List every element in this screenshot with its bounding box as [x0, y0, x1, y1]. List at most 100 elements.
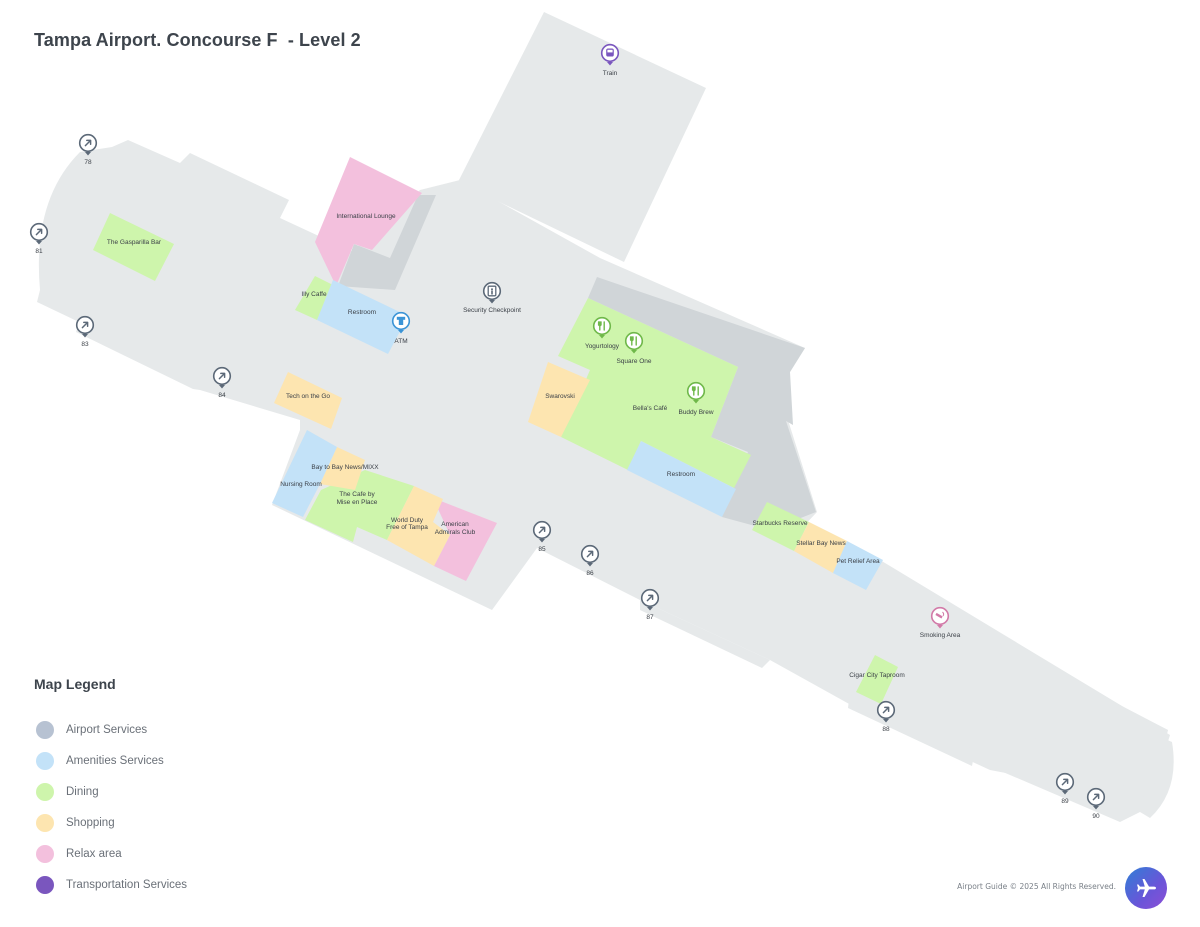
swarovski-zone [528, 362, 590, 437]
legend-label: Dining [66, 785, 99, 798]
starbucks-reserve-zone [752, 502, 809, 551]
smoking-area-pin[interactable]: Smoking Area [920, 606, 961, 639]
legend-swatch-dining [36, 782, 54, 801]
square-one-label: Square One [616, 358, 651, 365]
international-lounge-zone [315, 157, 422, 286]
restroom-east-zone [627, 441, 736, 517]
gate-89-label: 89 [1061, 798, 1069, 805]
buddy-brew-label: Buddy Brew [678, 409, 713, 416]
gate-78-pin[interactable]: 78 [78, 133, 98, 166]
gate-85-pin[interactable]: 85 [532, 520, 552, 553]
restroom-west-zone [317, 280, 408, 354]
gate-88-pin[interactable]: 88 [876, 700, 896, 733]
shopping-zones [274, 362, 847, 573]
label-restroom-east: Restroom [667, 471, 695, 478]
yogurtology-label: Yogurtology [585, 343, 620, 350]
label-bellas-cafe: Bella's Café [633, 405, 668, 412]
legend-item-airport-services: Airport Services [34, 714, 187, 745]
gate-87-pin[interactable]: 87 [640, 588, 660, 621]
gate-89-pin[interactable]: 89 [1055, 772, 1075, 805]
label-swarovski: Swarovski [545, 393, 575, 400]
copyright-text: Airport Guide © 2025 All Rights Reserved… [957, 882, 1116, 891]
train-pin[interactable]: Train [600, 43, 620, 77]
airplane-icon [1137, 879, 1156, 897]
relax-zones [315, 157, 497, 581]
airport-guide-button[interactable] [1125, 867, 1167, 909]
atm-pin[interactable]: ATM [391, 311, 411, 345]
gate-86-pin[interactable]: 86 [580, 544, 600, 577]
legend-swatch-relax [36, 844, 54, 863]
buddy-brew-pin[interactable]: Buddy Brew [678, 381, 714, 416]
gate-81-label: 81 [35, 248, 43, 255]
cigar-city-zone [856, 655, 898, 704]
gate-90-label: 90 [1092, 813, 1100, 820]
stellar-bay-news-zone [794, 522, 847, 573]
pet-relief-zone [833, 541, 883, 590]
label-restroom-west: Restroom [348, 309, 376, 316]
admirals-club-zone [433, 498, 497, 581]
gate-83-pin[interactable]: 83 [75, 315, 95, 348]
legend-swatch-transportation [36, 875, 54, 894]
square-one-pin[interactable]: Square One [616, 331, 652, 365]
label-pet-relief: Pet Relief Area [836, 558, 880, 565]
tech-on-the-go-zone [274, 372, 342, 429]
atm-icon [396, 316, 406, 320]
legend-item-relax-area: Relax area [34, 838, 187, 869]
label-world-duty-1: World Duty [391, 517, 424, 524]
airport-services-zones [338, 195, 816, 530]
gate-84-pin[interactable]: 84 [212, 366, 232, 399]
illy-caffe-zone [295, 276, 333, 320]
legend-swatch-airport-services [36, 720, 54, 739]
map-legend: Map Legend Airport Services Amenities Se… [34, 676, 187, 900]
dining-zones [93, 213, 898, 704]
gasparilla-bar-zone [93, 213, 174, 281]
legend-item-amenities-services: Amenities Services [34, 745, 187, 776]
gate-90-pin[interactable]: 90 [1086, 787, 1106, 820]
label-illy-caffe: Illy Caffe [301, 291, 327, 298]
gate-81-pin[interactable]: 81 [29, 222, 49, 255]
label-cigar-city: Cigar City Taproom [849, 672, 905, 679]
legend-label: Shopping [66, 816, 115, 829]
label-world-duty-2: Free of Tampa [386, 524, 428, 531]
label-starbucks-reserve: Starbucks Reserve [753, 520, 808, 527]
cafe-mise-zone [305, 470, 414, 542]
label-cafe-mise-1: The Cafe by [339, 491, 375, 498]
legend-swatch-shopping [36, 813, 54, 832]
label-admirals-2: Admirals Club [435, 529, 476, 536]
gate-83-label: 83 [81, 341, 89, 348]
gate-84-label: 84 [218, 392, 226, 399]
legend-label: Relax area [66, 847, 122, 860]
legend-item-shopping: Shopping [34, 807, 187, 838]
gate-78-label: 78 [84, 159, 92, 166]
label-nursing-room: Nursing Room [280, 481, 322, 488]
legend-label: Airport Services [66, 723, 148, 736]
yogurtology-pin[interactable]: Yogurtology [585, 316, 620, 350]
bay-to-bay-zone [320, 447, 365, 490]
label-international-lounge: International Lounge [336, 213, 396, 220]
legend-title: Map Legend [34, 676, 116, 692]
atm-label: ATM [394, 338, 407, 345]
legend-label: Amenities Services [66, 754, 164, 767]
world-duty-free-zone [387, 486, 450, 566]
gate-85-label: 85 [538, 546, 546, 553]
label-bay-to-bay: Bay to Bay News/MIXX [311, 464, 379, 471]
label-gasparilla-bar: The Gasparilla Bar [107, 239, 162, 246]
amenities-zones [272, 280, 883, 590]
label-tech-on-the-go: Tech on the Go [286, 393, 330, 400]
page-title: Tampa Airport. Concourse F - Level 2 [34, 30, 361, 50]
cigarette-icon [935, 611, 945, 619]
security-checkpoint-pin[interactable]: Security Checkpoint [463, 281, 521, 314]
label-admirals-1: American [441, 521, 469, 528]
security-checkpoint-label: Security Checkpoint [463, 307, 521, 314]
security-gate-icon [487, 285, 497, 297]
gate-86-label: 86 [586, 570, 594, 577]
area-labels: The Gasparilla Bar International Lounge … [107, 213, 905, 679]
train-label: Train [603, 70, 618, 77]
nursing-room-zone [272, 430, 337, 517]
label-stellar-bay-news: Stellar Bay News [796, 540, 846, 547]
legend-item-dining: Dining [34, 776, 187, 807]
legend-label: Transportation Services [66, 878, 188, 891]
smoking-area-label: Smoking Area [920, 632, 961, 639]
gate-88-label: 88 [882, 726, 890, 733]
